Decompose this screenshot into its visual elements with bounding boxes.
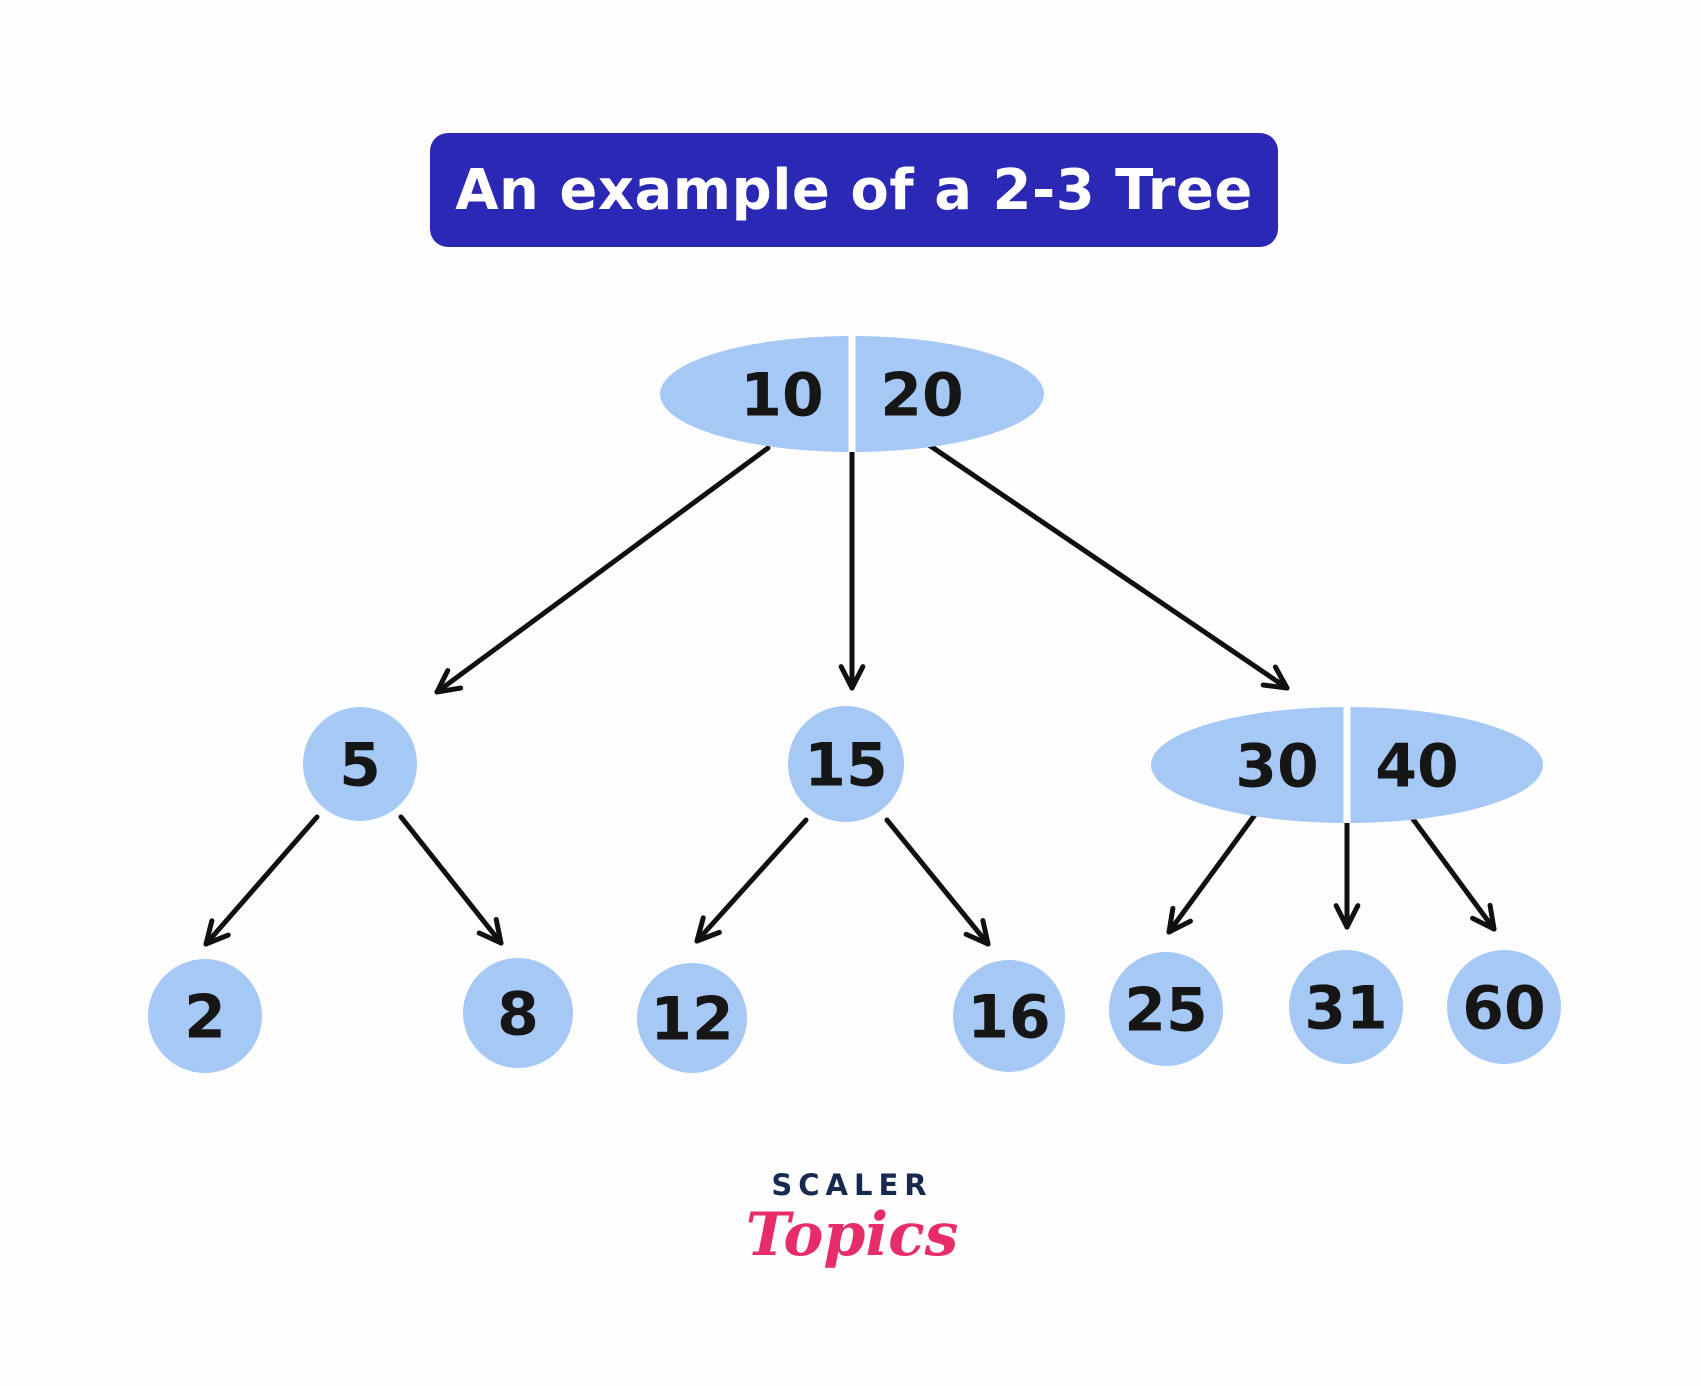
node-key-label: 15 (804, 731, 888, 801)
tree-node-5: 5 (303, 707, 417, 821)
tree-node-12: 12 (637, 963, 747, 1073)
logo-scaler-text: SCALER (771, 1168, 933, 1202)
tree-node-2: 2 (148, 959, 262, 1073)
node-key-label: 2 (184, 983, 226, 1053)
tree-node-16: 16 (953, 960, 1065, 1072)
node-key-label: 16 (967, 983, 1051, 1053)
tree-node-60: 60 (1447, 950, 1561, 1064)
tree-node-10-20: 10 20 (660, 336, 1044, 452)
node-key-label: 40 (1375, 732, 1459, 802)
edge-root-n5 (434, 445, 771, 695)
node-circle (1447, 950, 1561, 1064)
title-text: An example of a 2-3 Tree (455, 157, 1253, 223)
node-circle (463, 958, 573, 1068)
node-key-label: 20 (880, 361, 964, 431)
node-circle (303, 707, 417, 821)
edge-n3040-n31 (1333, 820, 1361, 930)
tree-node-25: 25 (1109, 952, 1223, 1066)
node-circle (953, 960, 1065, 1072)
edge-n3040-n60 (1404, 808, 1497, 932)
scaler-topics-logo: SCALER Topics (746, 1168, 959, 1267)
node-key-label: 25 (1124, 976, 1208, 1046)
edge-root-n3040 (923, 440, 1290, 691)
node-circle (1289, 950, 1403, 1064)
edge-n5-n8 (398, 814, 504, 946)
edge-n3040-n25 (1166, 809, 1260, 935)
node-key-label: 60 (1462, 974, 1546, 1044)
node-key-label: 31 (1304, 974, 1388, 1044)
node-circle (637, 963, 747, 1073)
node-key-label: 12 (650, 985, 734, 1055)
node-key-label: 30 (1235, 732, 1319, 802)
tree-node-31: 31 (1289, 950, 1403, 1064)
edge-n15-n16 (884, 817, 991, 947)
node-key-label: 5 (339, 731, 381, 801)
tree-node-15: 15 (788, 706, 904, 822)
tree-node-30-40: 30 40 (1151, 707, 1543, 823)
node-circle (148, 959, 262, 1073)
node-circle (788, 706, 904, 822)
node-circle (1109, 952, 1223, 1066)
node-key-label: 10 (740, 361, 824, 431)
logo-topics-text: Topics (745, 1200, 959, 1270)
node-key-label: 8 (497, 980, 539, 1050)
edge-root-n15 (838, 449, 866, 691)
tree-node-8: 8 (463, 958, 573, 1068)
title-banner: An example of a 2-3 Tree (430, 133, 1278, 247)
edge-n5-n2 (203, 814, 320, 947)
edge-n15-n12 (694, 817, 809, 944)
